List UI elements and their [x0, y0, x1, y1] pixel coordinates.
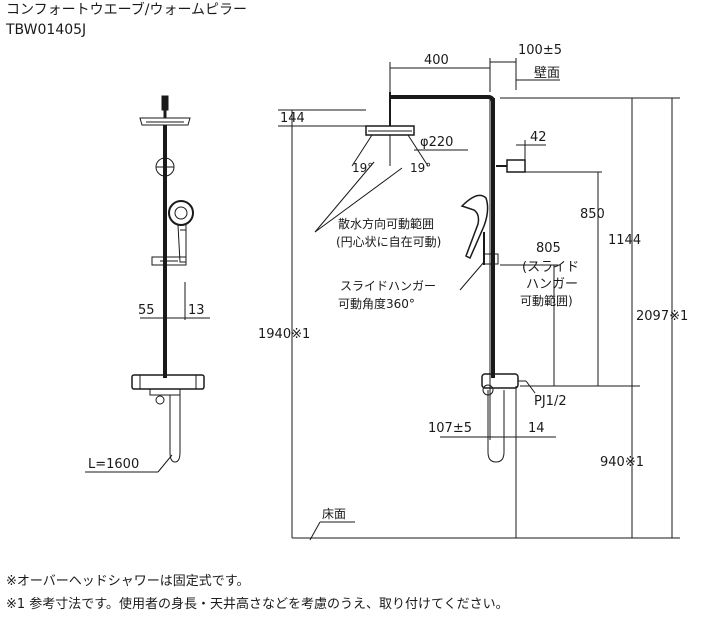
hanger-label-2: 可動角度360° [338, 296, 415, 311]
note-reference-dims: ※1 参考寸法です。使用者の身長・天井高さなどを考慮のうえ、取り付けてください。 [6, 597, 509, 612]
spray-range-label-1: 散水方向可動範囲 [338, 216, 434, 231]
model-number: TBW01405J [6, 22, 87, 38]
dim-107-label: 107±5 [428, 421, 472, 436]
dim-42-label: 42 [530, 130, 547, 145]
front-view [85, 95, 210, 473]
spray-range-label-2: (円心状に自在可動) [336, 235, 441, 249]
slide-range-label-1: (スライド [522, 260, 579, 275]
product-title: コンフォートウエーブ/ウォームピラー [6, 2, 248, 18]
floor-label: 床面 [322, 507, 346, 521]
dim-14-label: 14 [528, 421, 545, 436]
slide-range-label-3: 可動範囲) [520, 293, 573, 308]
dim-940-label: 940※1 [600, 455, 644, 470]
dim-55-label: 55 [138, 303, 155, 318]
dim-13-label: 13 [188, 303, 205, 318]
wall-label: 壁面 [534, 66, 560, 81]
note-overhead-fixed: ※オーバーヘッドシャワーは固定式です。 [6, 574, 250, 589]
dim-1144-label: 1144 [608, 233, 641, 248]
pipe-thread-label: PJ1/2 [534, 394, 567, 409]
side-view [278, 58, 680, 541]
hose-length-label: L=1600 [88, 457, 139, 472]
dim-144-label: 144 [280, 111, 305, 126]
hanger-label-1: スライドハンガー [340, 279, 436, 293]
angle-right-label: 19° [410, 161, 431, 175]
slide-range-label-2: ハンガー [526, 277, 578, 292]
dim-100-label: 100±5 [518, 43, 562, 58]
dim-1940-label: 1940※1 [258, 327, 310, 342]
dim-phi220-label: φ220 [420, 135, 453, 150]
dim-850-label: 850 [580, 207, 605, 222]
dim-805-label: 805 [536, 241, 561, 256]
angle-left-label: 19° [352, 161, 373, 175]
dim-400-label: 400 [424, 53, 449, 68]
dim-2097-label: 2097※1 [636, 309, 688, 324]
